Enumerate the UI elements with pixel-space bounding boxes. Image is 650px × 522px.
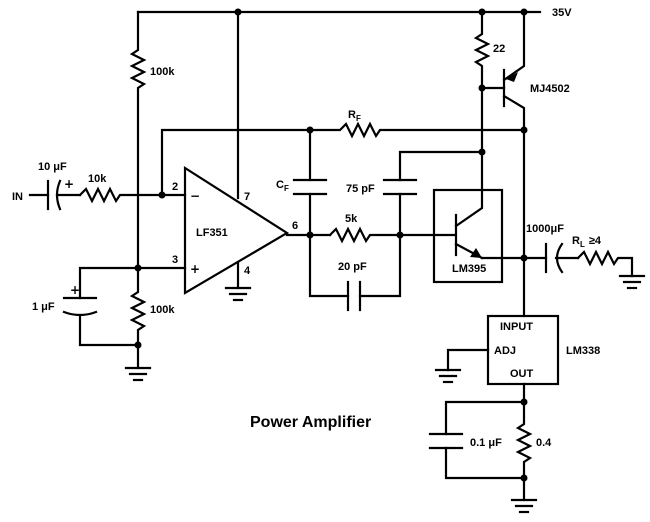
ground-adj (434, 368, 462, 384)
bias-resistor-bottom (129, 266, 147, 347)
ground-opamp (224, 286, 252, 302)
capacitor-cf (292, 128, 328, 237)
diagram-title: Power Amplifier (250, 414, 371, 431)
opamp-plus: + (190, 262, 200, 276)
load-resistor (576, 249, 634, 278)
opamp-minus: − (190, 189, 200, 203)
c75-label: 75 pF (346, 183, 375, 195)
mj4502-label: MJ4502 (530, 83, 570, 95)
bias-resistor-bottom-label: 100k (150, 304, 175, 316)
bias-capacitor (62, 266, 140, 370)
opamp-lf351 (136, 10, 290, 295)
resistor-22 (473, 10, 491, 154)
lm338-out-label: OUT (510, 368, 534, 380)
opamp-pin-7: 7 (244, 191, 250, 203)
lm338-input-label: INPUT (500, 321, 533, 333)
input-resistor-label: 10k (88, 173, 107, 185)
ground-output (510, 498, 538, 514)
opamp-label: LF351 (196, 227, 228, 239)
lm395-label: LM395 (452, 263, 486, 275)
capacitor-20pf (308, 233, 402, 312)
supply-voltage-label: 35V (552, 7, 572, 19)
resistor-0-4 (515, 400, 533, 502)
c-out-label: 1000μF (526, 223, 564, 235)
rf-label: RF (348, 109, 361, 123)
r22-label: 22 (493, 43, 505, 55)
r04-label: 0.4 (536, 437, 552, 449)
capacitor-0-1uf (428, 400, 526, 480)
ground-bias (124, 366, 152, 382)
supply-rail (136, 8, 542, 16)
output-node-wire (480, 128, 548, 318)
input-capacitor-label: 10 μF (38, 161, 67, 173)
lm338-adj-label: ADJ (494, 345, 516, 357)
rl-label: RL≥4 (572, 235, 602, 249)
input-label: IN (12, 191, 23, 203)
lm338-label: LM338 (566, 345, 600, 357)
input-capacitor (28, 179, 82, 211)
r5k-label: 5k (345, 213, 358, 225)
opamp-pin-2: 2 (172, 181, 178, 193)
input-capacitor-plus: + (64, 177, 74, 191)
bias-resistor-top-label: 100k (150, 66, 175, 78)
ground-load (618, 274, 646, 290)
bias-resistor-top (129, 10, 147, 270)
opamp-pin-4: 4 (244, 265, 251, 277)
opamp-pin-3: 3 (172, 254, 178, 266)
output-capacitor (544, 242, 580, 274)
c01-label: 0.1 μF (470, 437, 502, 449)
resistor-5k (328, 226, 402, 244)
opamp-pin-6: 6 (292, 220, 298, 232)
capacitor-75pf (382, 150, 484, 237)
c20-label: 20 pF (338, 261, 367, 273)
transistor-mj4502 (480, 10, 526, 132)
bias-capacitor-label: 1 μF (32, 301, 55, 313)
input-resistor (78, 186, 164, 204)
cf-label: CF (276, 179, 289, 193)
transistor-lm395 (398, 150, 504, 284)
bias-capacitor-plus: + (70, 283, 80, 297)
feedback-resistor-rf (160, 121, 526, 197)
